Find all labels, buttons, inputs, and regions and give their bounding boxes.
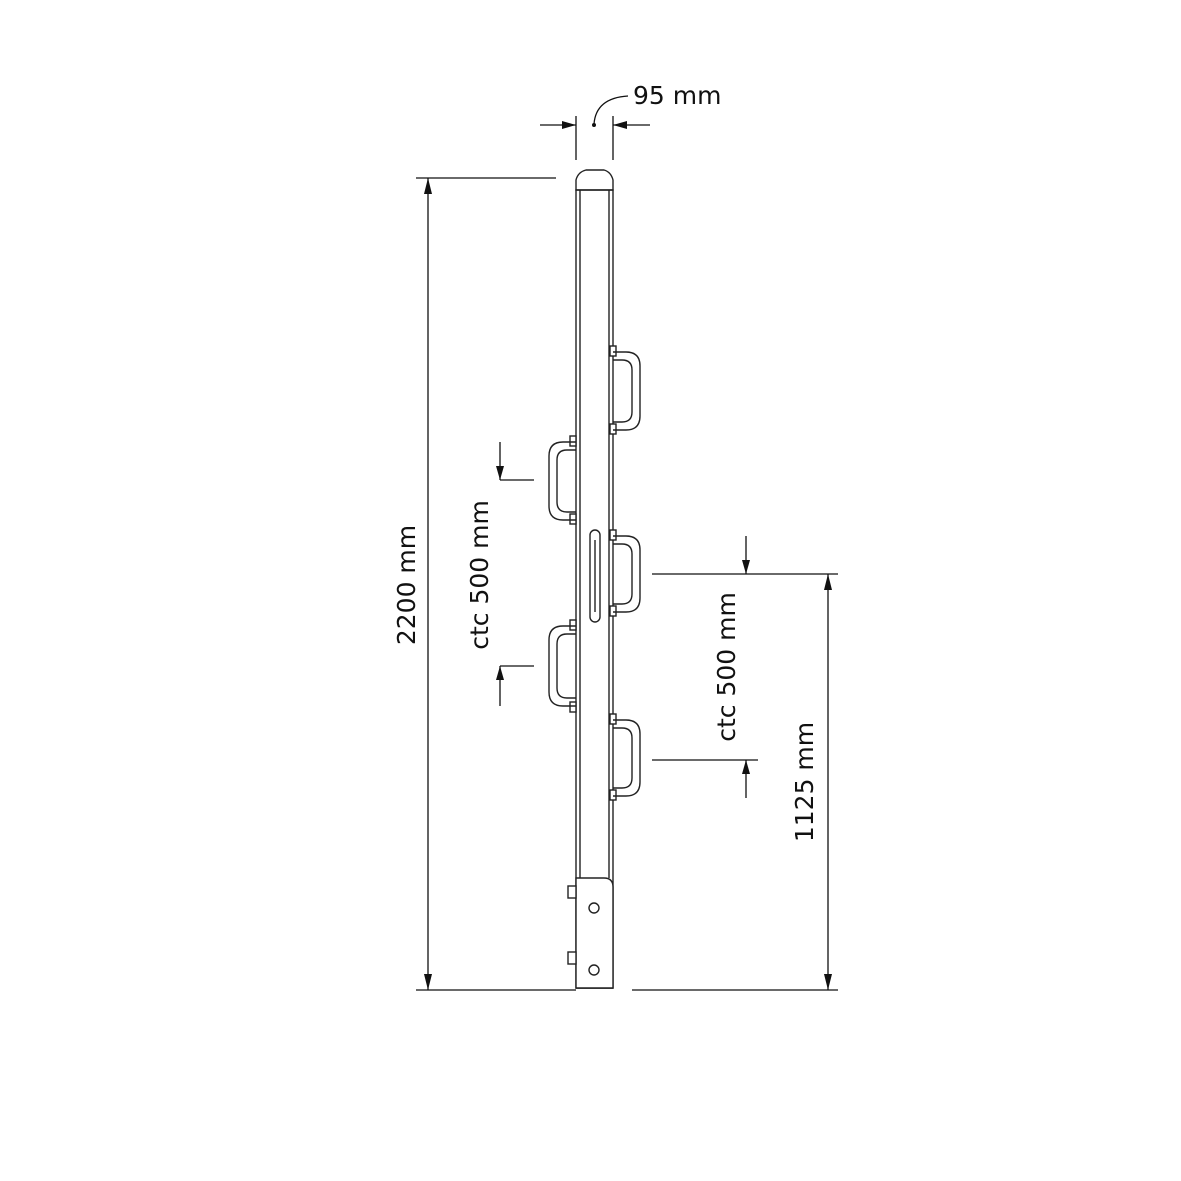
handle-left-top [548, 435, 577, 525]
dimension-width-label: 95 mm [633, 81, 721, 110]
dimension-width: 95 mm [540, 81, 721, 160]
base-bracket [567, 877, 614, 989]
dimension-total-height: 2200 mm [392, 177, 576, 991]
post-cap [575, 169, 614, 191]
dimension-ctc-right-label: ctc 500 mm [712, 592, 741, 742]
handle-left-bottom [548, 619, 577, 713]
dimension-gate-height: 1125 mm [632, 573, 838, 991]
handle-right-middle [609, 529, 641, 617]
bolt-hole [588, 902, 600, 914]
dimension-total-height-label: 2200 mm [392, 525, 421, 645]
center-slot [589, 529, 601, 623]
bolt-hole [588, 964, 600, 976]
dimension-gate-height-label: 1125 mm [790, 722, 819, 842]
dimension-ctc-right: ctc 500 mm [652, 536, 758, 798]
dimension-ctc-left: ctc 500 mm [465, 442, 534, 706]
handle-right-top [609, 345, 641, 435]
handle-right-bottom [609, 713, 641, 801]
dimension-ctc-left-label: ctc 500 mm [465, 500, 494, 650]
